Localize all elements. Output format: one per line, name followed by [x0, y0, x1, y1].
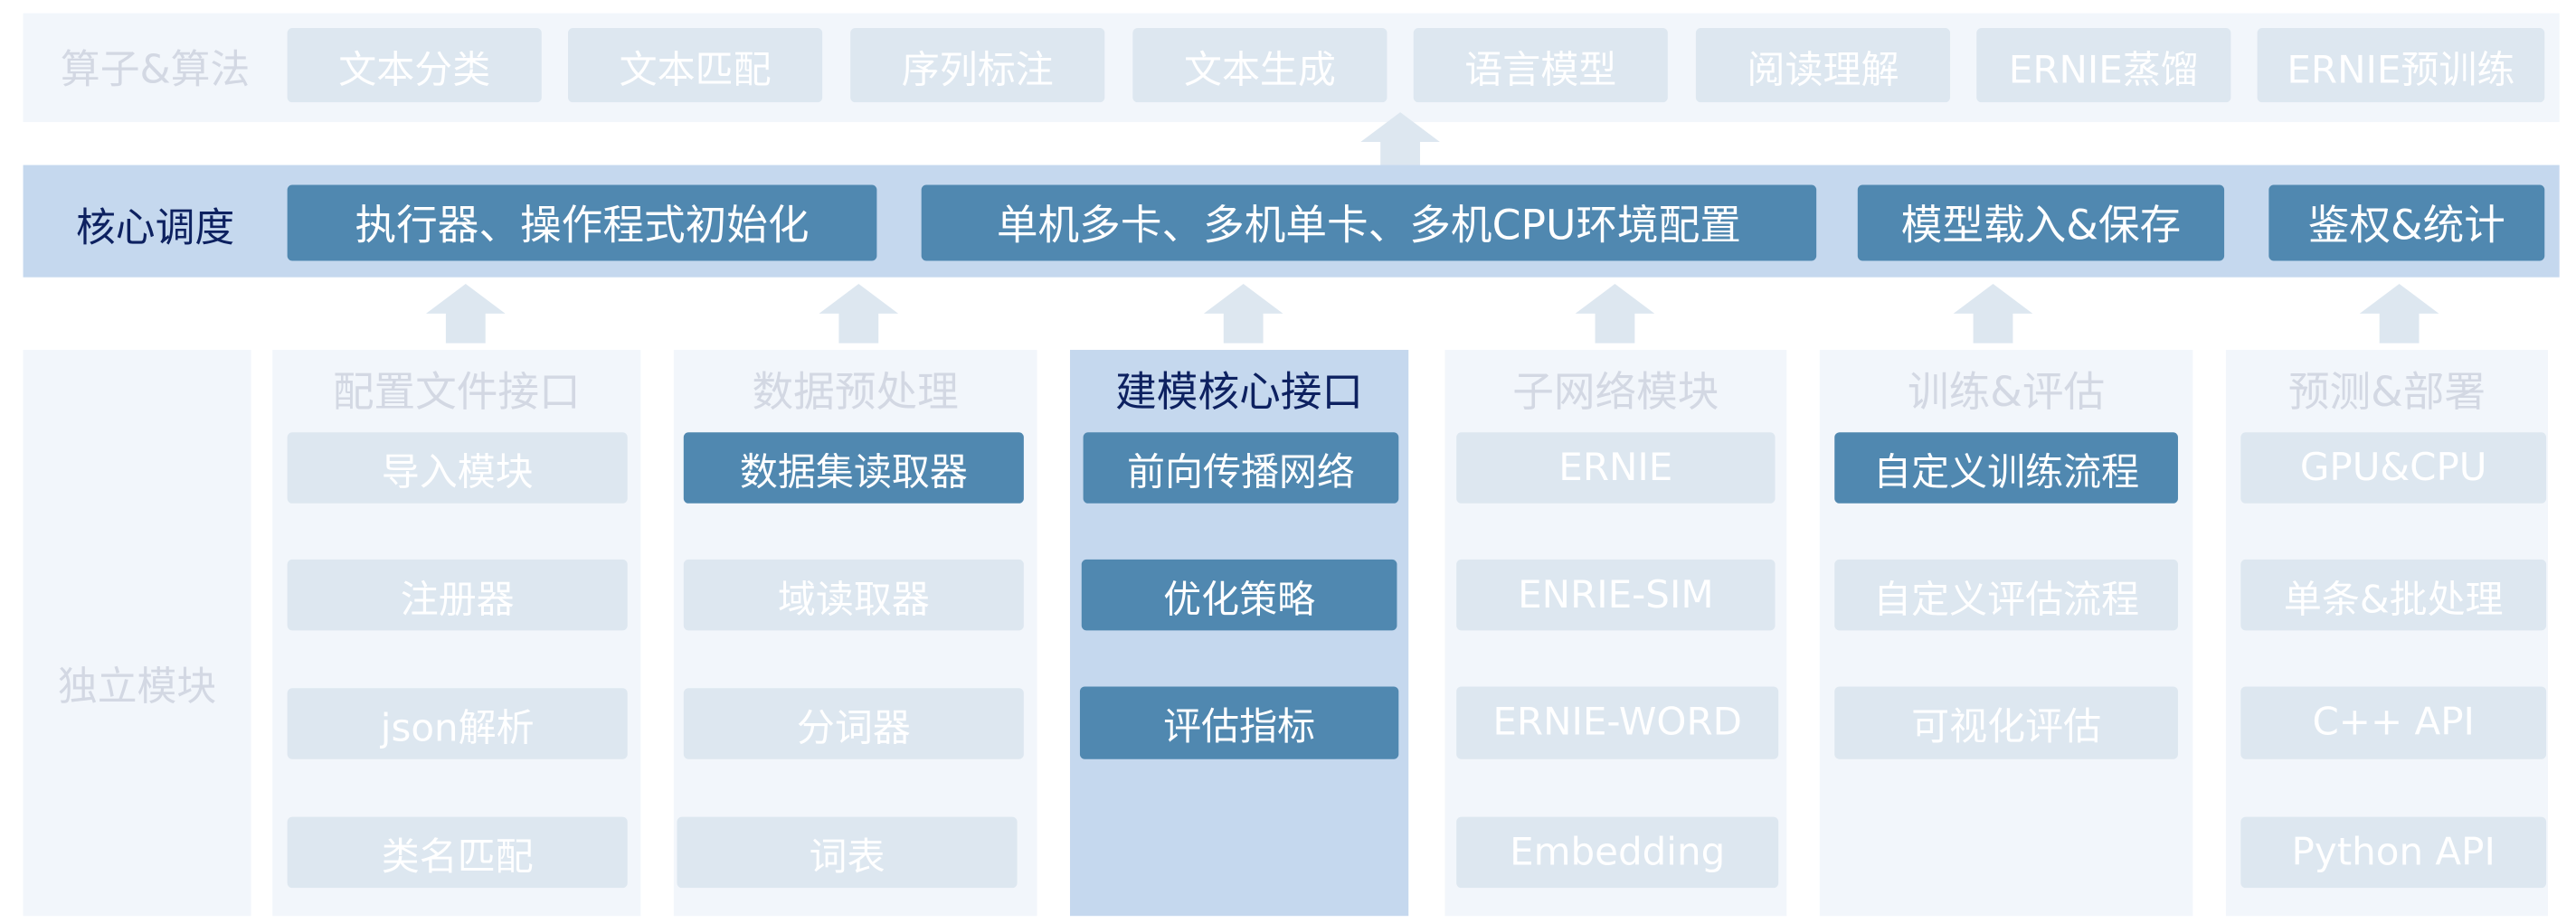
- modules-label-column: [23, 350, 251, 917]
- module-item: 前向传播网络: [1083, 432, 1399, 504]
- operator-item: 文本匹配: [568, 28, 823, 103]
- module-item: 优化策略: [1081, 559, 1397, 631]
- module-column-title: 训练&评估: [1908, 368, 2106, 417]
- operator-item: ERNIE蒸馏: [1976, 28, 2231, 103]
- up-arrow-icon: [1203, 284, 1283, 344]
- module-item: 词表: [677, 816, 1018, 889]
- core-item: 模型载入&保存: [1857, 184, 2225, 261]
- module-item: ERNIE-WORD: [1456, 686, 1779, 759]
- module-item: 域读取器: [683, 559, 1024, 631]
- module-item: 可视化评估: [1834, 686, 2178, 759]
- up-arrow-icon: [819, 284, 899, 344]
- module-column-title: 建模核心接口: [1115, 368, 1364, 417]
- module-item: json解析: [287, 688, 628, 759]
- module-column-title: 子网络模块: [1512, 368, 1719, 417]
- module-item: 分词器: [683, 688, 1024, 759]
- operator-item: 文本分类: [287, 28, 542, 103]
- module-item: GPU&CPU: [2240, 432, 2547, 504]
- operator-item: ERNIE预训练: [2257, 28, 2545, 103]
- module-item: Python API: [2240, 816, 2547, 889]
- module-column-title: 预测&部署: [2287, 368, 2486, 417]
- modules-label: 独立模块: [57, 662, 217, 710]
- operator-item: 阅读理解: [1695, 28, 1951, 103]
- module-item: 类名匹配: [287, 816, 628, 889]
- operator-item: 语言模型: [1413, 28, 1668, 103]
- module-column-title: 数据预处理: [752, 368, 959, 417]
- module-item: Embedding: [1456, 816, 1779, 889]
- module-item: 自定义评估流程: [1834, 559, 2178, 631]
- module-item: ERNIE: [1456, 432, 1776, 504]
- module-item: 注册器: [287, 559, 628, 631]
- up-arrow-icon: [1953, 284, 2033, 344]
- core-item: 鉴权&统计: [2268, 184, 2545, 261]
- up-arrow-icon: [2359, 284, 2439, 344]
- module-item: 单条&批处理: [2240, 559, 2547, 631]
- core-label: 核心调度: [75, 203, 235, 250]
- core-item: 执行器、操作程式初始化: [287, 184, 877, 261]
- module-item: 导入模块: [287, 432, 628, 504]
- up-arrow-icon: [1575, 284, 1655, 344]
- module-item: 自定义训练流程: [1834, 432, 2178, 504]
- module-column-title: 配置文件接口: [332, 368, 581, 417]
- module-item: 数据集读取器: [683, 432, 1024, 504]
- module-item: 评估指标: [1079, 686, 1399, 759]
- operator-item: 序列标注: [850, 28, 1105, 103]
- core-item: 单机多卡、多机单卡、多机CPU环境配置: [921, 184, 1817, 261]
- module-item: ENRIE-SIM: [1456, 559, 1776, 631]
- operators-label: 算子&算法: [60, 46, 251, 93]
- module-item: C++ API: [2240, 686, 2547, 759]
- up-arrow-icon: [1360, 112, 1440, 172]
- operator-item: 文本生成: [1132, 28, 1387, 103]
- up-arrow-icon: [426, 284, 506, 344]
